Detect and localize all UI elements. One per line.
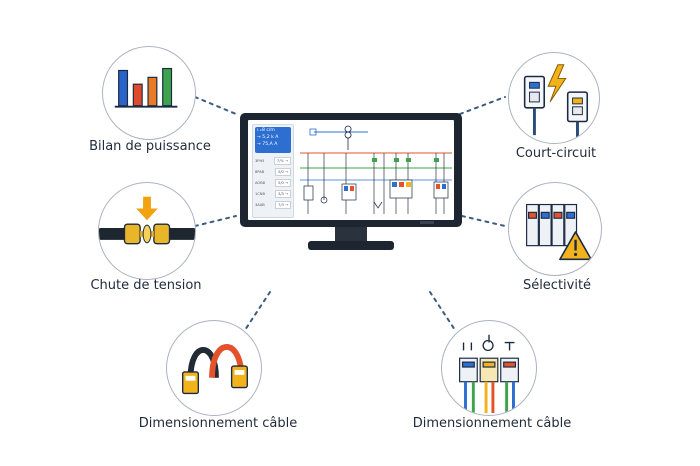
single-line-diagram <box>300 125 452 214</box>
bar-chart-icon <box>114 67 178 108</box>
result-row: 3PH5 7/% → <box>255 157 291 165</box>
results-panel: ι ₖ8 c/m → 5,2 k A → 75,A A 3PH5 7/% → 8P… <box>252 124 294 218</box>
result-row-value: 5/0 → <box>275 168 291 176</box>
monitor-base <box>308 241 394 250</box>
result-row-name: AOB8 <box>255 181 265 185</box>
lightning-breakers-icon <box>523 64 589 140</box>
breakers-warning-icon <box>526 203 592 261</box>
kpi-line-3: → 75,A A <box>257 142 278 147</box>
result-row-name: 3PH5 <box>255 159 265 163</box>
monitor-logo <box>420 221 434 224</box>
selectivity-circle <box>508 182 602 276</box>
voltage-drop-label: Chute de tension <box>90 278 202 293</box>
distribution-board-icon <box>459 334 519 414</box>
kpi-box: ι ₖ8 c/m → 5,2 k A → 75,A A <box>255 127 291 153</box>
monitor-screen: ι ₖ8 c/m → 5,2 k A → 75,A A 3PH5 7/% → 8P… <box>248 120 454 220</box>
result-row: 3AAB 7/3 → <box>255 201 291 209</box>
result-row: 8PAB 5/0 → <box>255 168 291 176</box>
result-row-value: 3/3 → <box>275 190 291 198</box>
result-row-value: 7/3 → <box>275 201 291 209</box>
kpi-line-2: → 5,2 k A <box>257 135 279 140</box>
monitor-neck <box>335 227 367 243</box>
result-row-name: 3AAB <box>255 203 265 207</box>
result-row-value: 5/0 → <box>275 179 291 187</box>
power-balance-circle <box>102 46 196 140</box>
cable-sizing-left-circle <box>166 320 262 416</box>
cable-sizing-left-label: Dimensionnement câble <box>138 416 298 431</box>
result-row-name: 1CNB <box>255 192 265 196</box>
selectivity-label: Sélectivité <box>522 278 592 293</box>
result-row: AOB8 5/0 → <box>255 179 291 187</box>
cable-connector-icon <box>99 196 195 245</box>
cable-sizing-right-label: Dimensionnement câble <box>412 416 572 431</box>
result-row: 1CNB 3/3 → <box>255 190 291 198</box>
result-row-value: 7/% → <box>273 157 291 165</box>
short-circuit-label: Court-circuit <box>515 146 597 161</box>
monitor-bezel: ι ₖ8 c/m → 5,2 k A → 75,A A 3PH5 7/% → 8P… <box>240 113 462 227</box>
power-balance-label: Bilan de puissance <box>89 139 211 154</box>
kpi-line-1: ι ₖ8 c/m <box>257 128 275 133</box>
cable-loops-icon <box>181 344 248 395</box>
voltage-drop-circle <box>98 182 196 280</box>
result-row-name: 8PAB <box>255 170 265 174</box>
monitor: ι ₖ8 c/m → 5,2 k A → 75,A A 3PH5 7/% → 8P… <box>240 113 462 253</box>
short-circuit-circle <box>508 52 600 144</box>
cable-sizing-right-circle <box>441 320 537 416</box>
